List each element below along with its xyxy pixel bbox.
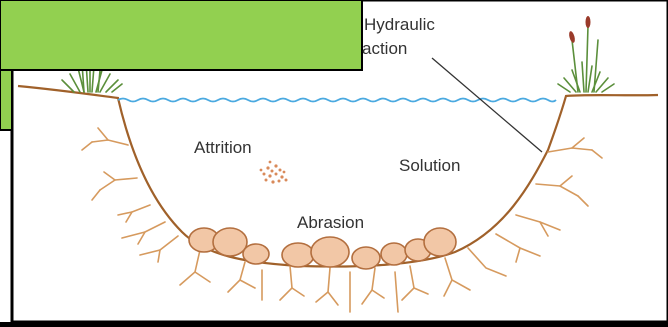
pebble	[266, 166, 269, 169]
pebble	[260, 169, 263, 172]
pebble	[269, 161, 272, 164]
boulder	[424, 228, 456, 256]
pebble	[271, 170, 274, 173]
attrition-label: Attrition	[194, 139, 252, 156]
pebble	[283, 171, 286, 174]
green-overlay-tail	[0, 70, 12, 130]
boulder	[213, 228, 247, 256]
pebble	[263, 173, 266, 176]
pebble	[285, 179, 288, 182]
pebble	[268, 174, 271, 177]
hydraulic-action-label-line1: Hydraulic	[364, 16, 435, 33]
boulder	[282, 243, 314, 267]
solution-label: Solution	[399, 157, 460, 174]
hydraulic-action-label-line2: action	[362, 40, 407, 57]
pebble	[275, 173, 278, 176]
pebble	[274, 164, 277, 167]
pebble	[271, 180, 274, 183]
boulder	[311, 237, 349, 267]
pebble	[279, 169, 282, 172]
boulder	[381, 243, 407, 265]
pebble	[265, 179, 268, 182]
pebble	[280, 175, 283, 178]
boulder	[352, 247, 380, 269]
green-overlay	[0, 0, 362, 70]
pebble	[278, 180, 281, 183]
boulder	[243, 244, 269, 264]
abrasion-label: Abrasion	[297, 214, 364, 231]
